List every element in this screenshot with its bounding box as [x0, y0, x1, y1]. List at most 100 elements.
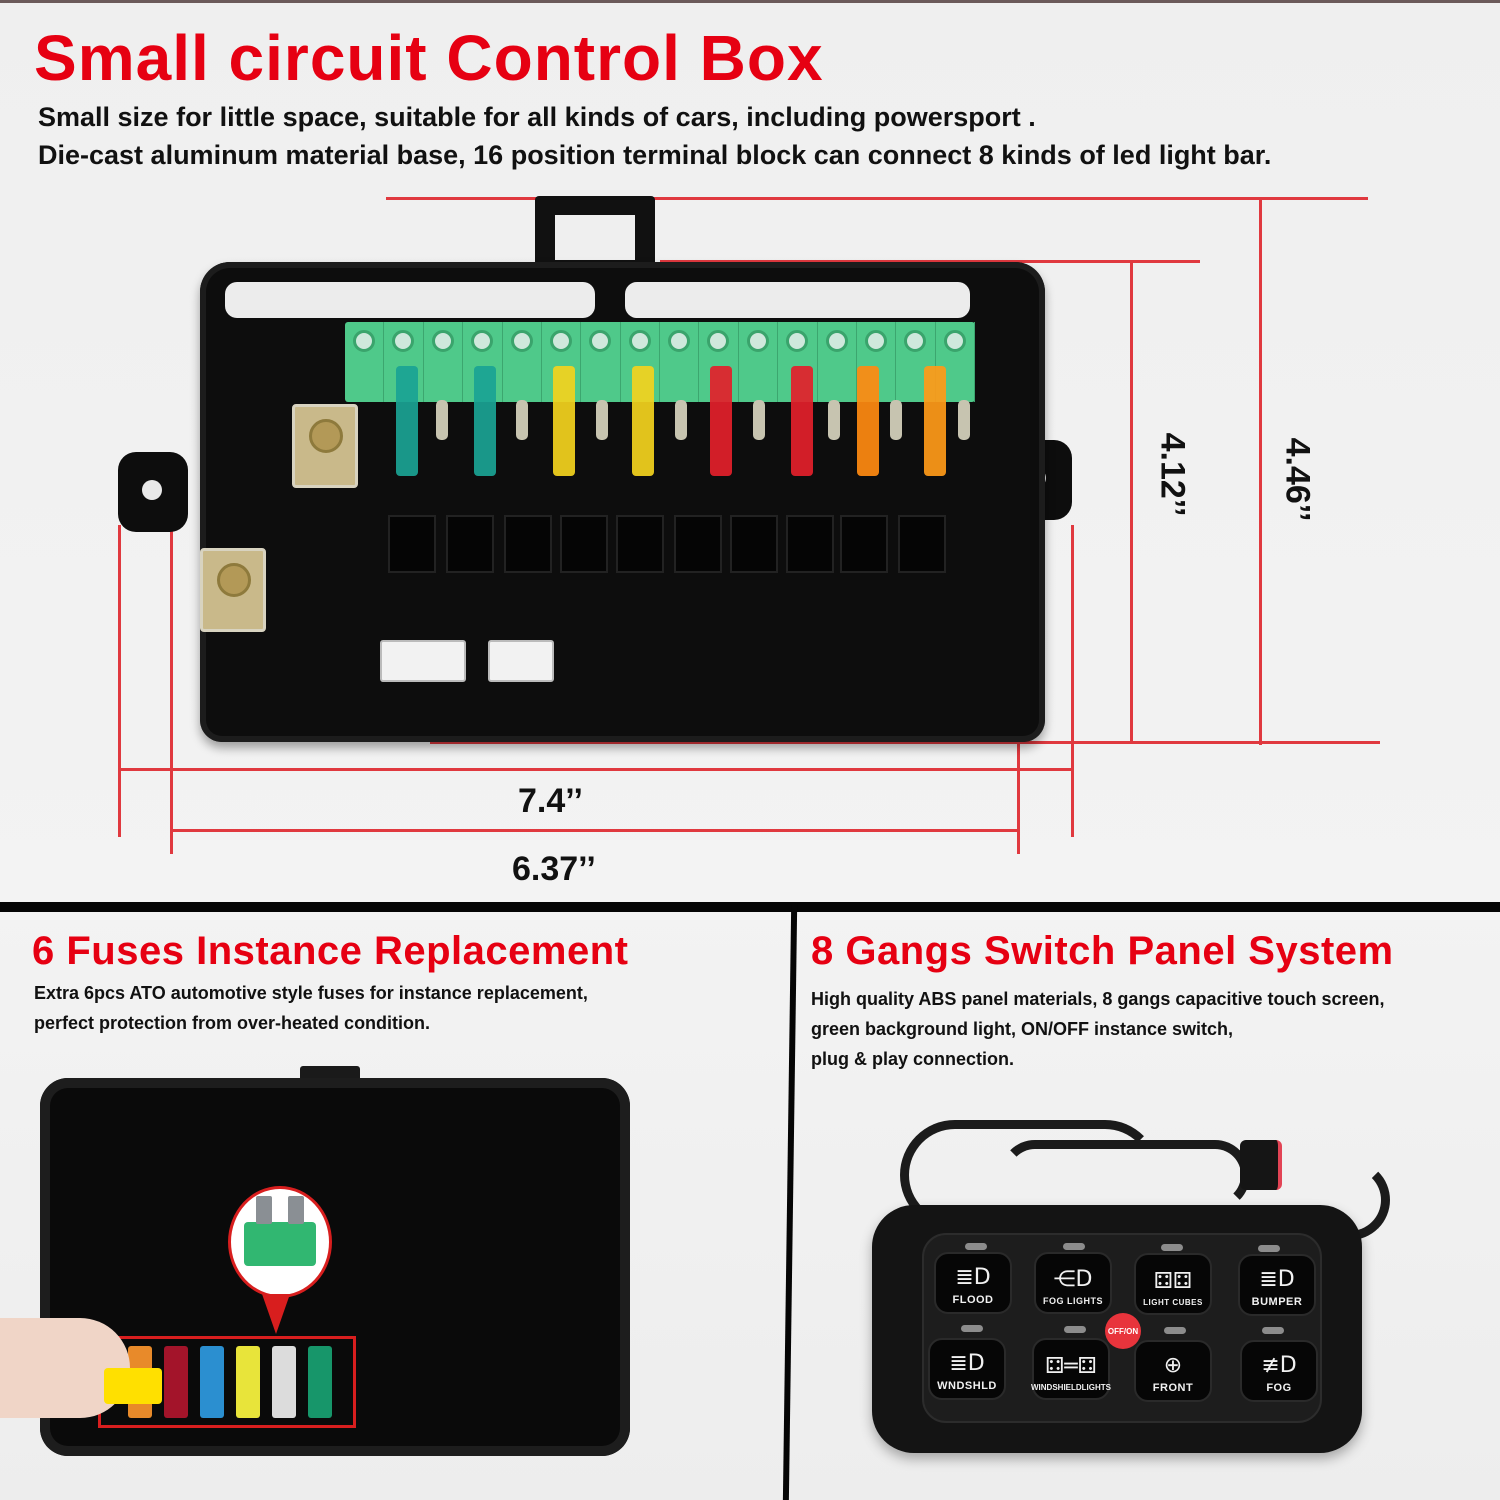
dimension-width-outer: 7.4’’ [518, 782, 583, 820]
panel-description-line-2: green background light, ON/OFF instance … [811, 1019, 1234, 1039]
switch-label: FOG LIGHTS [1043, 1296, 1103, 1306]
section-divider-vertical [782, 905, 798, 1500]
blade-fuse [791, 366, 813, 476]
screw-icon [589, 330, 612, 352]
screw-icon [864, 330, 887, 352]
screw-icon [786, 330, 809, 352]
spare-fuse[interactable] [164, 1346, 188, 1418]
mounting-ear-left [118, 452, 188, 532]
screw-icon [707, 330, 730, 352]
relay [898, 515, 946, 573]
relay [388, 515, 436, 573]
fuse-blade [256, 1196, 272, 1224]
switch-light-cubes-button[interactable]: ⚃⚃ LIGHT CUBES [1134, 1253, 1212, 1315]
spare-fuse[interactable] [308, 1346, 332, 1418]
terminal [660, 322, 700, 402]
switch-wndshld-button[interactable]: ≣D WNDSHLD [928, 1338, 1006, 1400]
callout-pointer [262, 1294, 290, 1334]
switch-front-button[interactable]: ⊕ FRONT [1134, 1340, 1212, 1402]
button-led [1258, 1245, 1280, 1252]
dimension-line [386, 197, 1368, 200]
bolt-icon [217, 563, 251, 597]
spare-fuse[interactable] [236, 1346, 260, 1418]
screw-icon [825, 330, 848, 352]
indicator-led [890, 400, 902, 440]
terminal [857, 322, 897, 402]
clip-opening [555, 215, 635, 260]
bumper-light-icon: ≣D [1259, 1267, 1295, 1292]
screw-icon [628, 330, 651, 352]
dimension-height-outer: 4.46’’ [1278, 437, 1317, 522]
switch-bumper-button[interactable]: ≣D BUMPER [1238, 1254, 1316, 1316]
dimension-width-inner: 6.37’’ [512, 850, 596, 888]
blade-fuse [396, 366, 418, 476]
terminal [463, 322, 503, 402]
relay [504, 515, 552, 573]
screw-icon [353, 330, 375, 352]
spare-fuse[interactable] [272, 1346, 296, 1418]
flood-light-icon: ≣D [955, 1265, 991, 1290]
fuse-blade [288, 1196, 304, 1224]
screw-icon [510, 330, 533, 352]
switch-label: BUMPER [1251, 1296, 1303, 1308]
indicator-led [596, 400, 608, 440]
button-led [961, 1325, 983, 1332]
switch-windshieldlights-button[interactable]: ⚃═⚃ WINDSHIELDLIGHTS [1031, 1338, 1111, 1400]
fuse-puller[interactable] [104, 1368, 162, 1404]
fuses-section-title: 6 Fuses Instance Replacement [32, 929, 629, 973]
terminal [503, 322, 542, 402]
switch-label: LIGHT CUBES [1143, 1298, 1203, 1307]
page-title: Small circuit Control Box [34, 22, 824, 94]
dimension-line [660, 260, 1200, 263]
panel-description-line-1: High quality ABS panel materials, 8 gang… [811, 989, 1385, 1009]
terminal [778, 322, 818, 402]
description-line-1: Small size for little space, suitable fo… [38, 102, 1036, 132]
fog-lights-icon: ⋲D [1053, 1267, 1093, 1292]
terminal-block [345, 322, 975, 402]
panel-cable [1000, 1140, 1250, 1210]
dimension-line [1130, 262, 1133, 742]
ato-fuse-icon [244, 1196, 316, 1266]
dimension-line [170, 829, 1020, 832]
waterproof-plug[interactable] [1240, 1140, 1282, 1190]
terminal [621, 322, 660, 402]
blade-fuse [474, 366, 496, 476]
button-led [1164, 1327, 1186, 1334]
front-light-icon: ⊕ [1163, 1353, 1183, 1378]
mounting-hole [142, 480, 162, 500]
top-border [0, 0, 1500, 3]
terminal [345, 322, 385, 402]
fog-light-icon: ≢D [1261, 1353, 1297, 1378]
terminal [699, 322, 739, 402]
indicator-led [516, 400, 528, 440]
power-terminal-lug [292, 404, 358, 488]
dimension-line [1259, 200, 1262, 745]
indicator-led [436, 400, 448, 440]
blade-fuse [632, 366, 654, 476]
dimension-line [118, 768, 1073, 771]
connector-4pin [380, 640, 466, 682]
terminal [581, 322, 621, 402]
switch-flood-button[interactable]: ≣D FLOOD [934, 1252, 1012, 1314]
dimension-line [118, 525, 121, 837]
indicator-led [828, 400, 840, 440]
terminal [542, 322, 582, 402]
switch-label: FOG [1266, 1382, 1292, 1394]
switch-fog-lights-button[interactable]: ⋲D FOG LIGHTS [1034, 1252, 1112, 1314]
dimension-height-inner: 4.12’’ [1153, 432, 1192, 517]
indicator-led [753, 400, 765, 440]
relay [446, 515, 494, 573]
button-led [1161, 1244, 1183, 1251]
power-on-off-button[interactable]: OFF/ON [1105, 1313, 1141, 1349]
terminal [936, 322, 975, 402]
switch-fog-button[interactable]: ≢D FOG [1240, 1340, 1318, 1402]
windshield-lights-icon: ⚃═⚃ [1045, 1354, 1097, 1379]
panel-cable [900, 1120, 1160, 1230]
relay [560, 515, 608, 573]
panel-description-line-3: plug & play connection. [811, 1049, 1015, 1069]
screw-icon [668, 330, 690, 352]
spare-fuse[interactable] [200, 1346, 224, 1418]
button-led [1262, 1327, 1284, 1334]
dimension-line [1071, 525, 1074, 837]
